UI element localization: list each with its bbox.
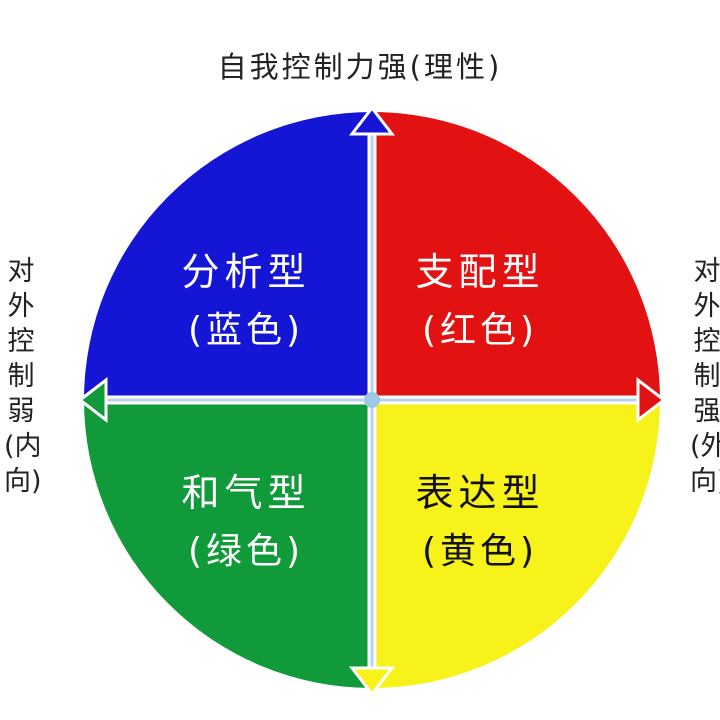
quadrant-expressive-title: 表达型	[415, 471, 544, 515]
quadrant-analytical-subtitle: (蓝色)	[188, 310, 304, 351]
quadrant-analytical	[84, 112, 372, 400]
quadrant-dominant	[372, 112, 660, 400]
quadrant-expressive	[372, 400, 660, 688]
quadrant-expressive-subtitle: (黄色)	[422, 531, 538, 572]
quadrant-amiable-title: 和气型	[181, 471, 310, 515]
quadrant-analytical-title: 分析型	[181, 250, 310, 294]
center-dot	[364, 392, 380, 408]
arrow-right-icon	[636, 376, 667, 424]
quadrant-dominant-subtitle: (红色)	[422, 310, 538, 351]
arrow-down-icon	[348, 666, 396, 697]
top-axis-label: 自我控制力强(理性)	[217, 50, 503, 84]
quadrant-amiable	[84, 400, 372, 688]
left-axis-label: 对外控制弱(内向)	[4, 256, 42, 497]
quadrant-dominant-title: 支配型	[415, 250, 544, 294]
quadrant-amiable-subtitle: (绿色)	[188, 531, 304, 572]
arrow-left-icon	[77, 376, 108, 424]
right-axis-label: 对外控制强(外向)	[690, 256, 720, 497]
arrow-up-icon	[348, 105, 396, 136]
